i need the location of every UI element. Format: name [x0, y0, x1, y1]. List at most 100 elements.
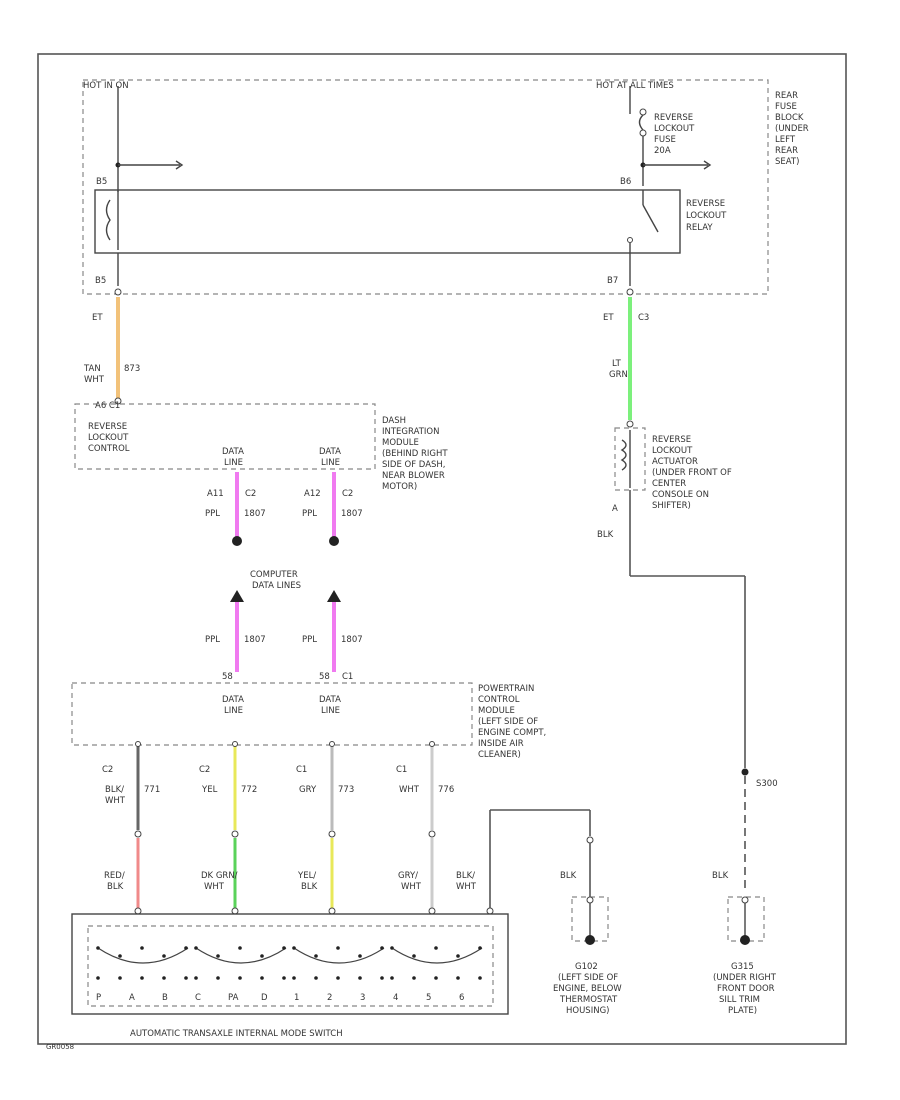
switch-pin-label: B — [162, 993, 168, 1003]
switch-point — [390, 976, 394, 980]
switch-point — [162, 976, 166, 980]
svg-text:58: 58 — [319, 672, 330, 682]
mode-wire-conn-1: C2 — [199, 765, 210, 775]
mode-wire-circuit-3: 776 — [438, 785, 454, 795]
svg-text:PPL: PPL — [205, 509, 220, 519]
svg-text:NEAR BLOWER: NEAR BLOWER — [382, 471, 445, 481]
svg-text:REVERSE: REVERSE — [652, 435, 691, 445]
switch-contact-1 — [195, 947, 287, 964]
switch-pin-label: 4 — [393, 993, 398, 1003]
switch-point — [292, 946, 296, 950]
footer-code: GR0058 — [46, 1043, 74, 1051]
svg-text:COMPUTER: COMPUTER — [250, 570, 298, 580]
svg-text:DASH: DASH — [382, 416, 406, 426]
mode-wire-bottom-color-2: YEL/ — [297, 871, 316, 881]
mode-wire-circuit-1: 772 — [241, 785, 257, 795]
svg-text:C2: C2 — [342, 489, 353, 499]
svg-text:1807: 1807 — [244, 509, 266, 519]
relay-pin-b6: B6 — [620, 177, 631, 187]
switch-point — [216, 976, 220, 980]
svg-text:A12: A12 — [304, 489, 321, 499]
svg-text:CONTROL: CONTROL — [88, 444, 130, 454]
switch-point — [162, 954, 166, 958]
svg-text:ENGINE, BELOW: ENGINE, BELOW — [553, 984, 622, 994]
switch-point — [282, 976, 286, 980]
svg-text:MODULE: MODULE — [478, 706, 515, 716]
svg-text:C2: C2 — [245, 489, 256, 499]
switch-pin-label: 6 — [459, 993, 464, 1003]
ground-g315: BLK G315 (UNDER RIGHT FRONT DOOR SILL TR… — [712, 871, 777, 1016]
actuator-label: REVERSE LOCKOUT ACTUATOR (UNDER FRONT OF… — [652, 435, 732, 511]
svg-text:REAR: REAR — [775, 146, 798, 156]
svg-text:MOTOR): MOTOR) — [382, 482, 417, 492]
switch-point — [194, 976, 198, 980]
switch-point — [314, 954, 318, 958]
fuse-label: REVERSE LOCKOUT FUSE 20A — [654, 113, 695, 156]
switch-contact-0 — [97, 947, 189, 964]
fuse-block-label: REAR FUSE BLOCK (UNDER LEFT REAR SEAT) — [775, 91, 809, 167]
svg-text:SIDE OF DASH,: SIDE OF DASH, — [382, 460, 446, 470]
mode-wire-terminal-1 — [231, 907, 239, 915]
switch-point — [96, 946, 100, 950]
switch-point — [184, 946, 188, 950]
switch-point — [260, 976, 264, 980]
computer-data-lines-label: COMPUTER DATA LINES — [250, 570, 301, 591]
svg-text:WHT: WHT — [456, 882, 477, 892]
switch-point — [412, 954, 416, 958]
mode-wire-color-1: YEL — [201, 785, 218, 795]
svg-text:LINE: LINE — [321, 706, 340, 716]
switch-point — [118, 976, 122, 980]
switch-point — [380, 976, 384, 980]
svg-text:THERMOSTAT: THERMOSTAT — [559, 995, 618, 1005]
svg-text:REAR: REAR — [775, 91, 798, 101]
mode-wire-color-2: GRY — [299, 785, 317, 795]
svg-text:ET: ET — [603, 313, 614, 323]
power-left-label: HOT IN ON — [83, 81, 129, 91]
svg-text:DATA: DATA — [319, 695, 341, 705]
diagram-frame — [37, 53, 847, 1045]
svg-text:ET: ET — [92, 313, 103, 323]
svg-text:SILL TRIM: SILL TRIM — [719, 995, 760, 1005]
svg-text:LOCKOUT: LOCKOUT — [88, 433, 129, 443]
dim-label: DASH INTEGRATION MODULE (BEHIND RIGHT SI… — [382, 416, 448, 492]
svg-text:(BEHIND RIGHT: (BEHIND RIGHT — [382, 449, 448, 459]
mode-wire-bottom-color-0: RED/ — [104, 871, 125, 881]
reverse-lockout-actuator — [614, 427, 646, 491]
svg-text:CONTROL: CONTROL — [478, 695, 520, 705]
svg-text:1807: 1807 — [341, 635, 363, 645]
mode-wire-color-0: BLK/ — [105, 785, 124, 795]
switch-pin-label: C — [195, 993, 201, 1003]
switch-point — [336, 976, 340, 980]
switch-pin-label: 3 — [360, 993, 365, 1003]
svg-text:BLOCK: BLOCK — [775, 113, 804, 123]
fuse-block-box — [82, 79, 769, 295]
mode-wire-color2-0: WHT — [105, 796, 126, 806]
switch-point — [194, 946, 198, 950]
svg-text:CONSOLE ON: CONSOLE ON — [652, 490, 709, 500]
switch-pin-label: 2 — [327, 993, 332, 1003]
pcm-terminal-0 — [135, 741, 141, 747]
svg-text:1807: 1807 — [341, 509, 363, 519]
svg-text:C3: C3 — [638, 313, 649, 323]
pcm-terminal-2 — [329, 741, 335, 747]
relay-pin-b5-top: B5 — [96, 177, 107, 187]
powertrain-control-module — [71, 682, 473, 746]
switch-pin-label: A — [129, 993, 135, 1003]
mode-wire-bottom-color2-0: BLK — [107, 882, 124, 892]
svg-text:ENGINE COMPT,: ENGINE COMPT, — [478, 728, 546, 738]
pcm-label: POWERTRAIN CONTROL MODULE (LEFT SIDE OF … — [478, 684, 546, 760]
svg-text:1807: 1807 — [244, 635, 266, 645]
mode-wire-bottom-color2-2: BLK — [301, 882, 318, 892]
switch-pin-label: D — [261, 993, 268, 1003]
svg-text:LOCKOUT: LOCKOUT — [654, 124, 695, 134]
switch-point — [292, 976, 296, 980]
mode-wire-inline-connector-1 — [231, 830, 239, 838]
pcm-terminal-3 — [429, 741, 435, 747]
svg-text:LINE: LINE — [224, 706, 243, 716]
pcm-terminal-1 — [232, 741, 238, 747]
mode-wire-bottom-color-3: GRY/ — [398, 871, 418, 881]
svg-text:PPL: PPL — [205, 635, 220, 645]
mode-wire-color-3: WHT — [399, 785, 420, 795]
